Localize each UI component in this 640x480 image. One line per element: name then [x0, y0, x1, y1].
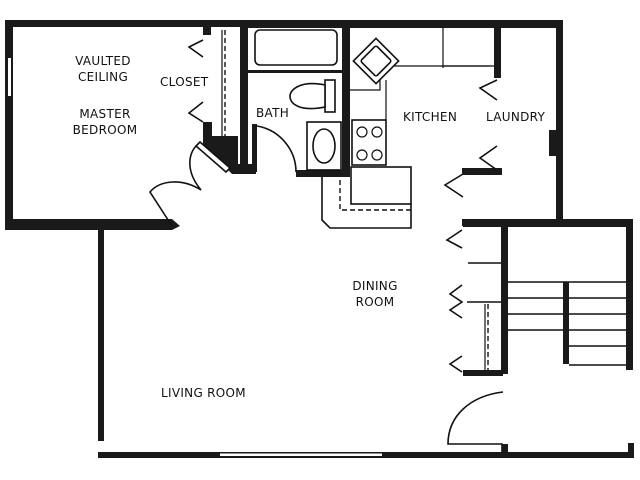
kitchen-counter-peninsula — [350, 166, 412, 205]
dining-room-label: DINING ROOM — [345, 278, 405, 310]
bath-label: BATH — [256, 106, 290, 120]
kitchen — [321, 28, 559, 229]
stairs — [508, 281, 626, 366]
closet-label: CLOSET — [160, 75, 209, 89]
vaulted-label-line1: VAULTED — [75, 54, 131, 68]
vaulted-ceiling-label: VAULTED CEILING — [62, 53, 144, 85]
dining-label-line2: ROOM — [355, 295, 395, 309]
master-label-line2: BEDROOM — [72, 123, 138, 137]
closet — [187, 27, 256, 174]
toilet-tank — [324, 79, 336, 113]
laundry-label: LAUNDRY — [486, 110, 546, 124]
windows — [8, 58, 382, 456]
master-label-line1: MASTER — [79, 107, 131, 121]
bedroom-door — [149, 145, 202, 227]
kitchen-label: KITCHEN — [403, 110, 458, 124]
toilet-bowl — [289, 82, 326, 110]
master-bedroom-label: MASTER BEDROOM — [60, 106, 150, 138]
entry-door — [447, 391, 508, 454]
living-room-label: LIVING ROOM — [161, 386, 246, 400]
vaulted-label-line2: CEILING — [77, 70, 129, 84]
kitchen-sink — [352, 37, 400, 85]
bathtub — [254, 29, 338, 66]
dining-label-line1: DINING — [352, 279, 398, 293]
dining-closet — [445, 219, 508, 376]
bathroom — [248, 27, 350, 177]
